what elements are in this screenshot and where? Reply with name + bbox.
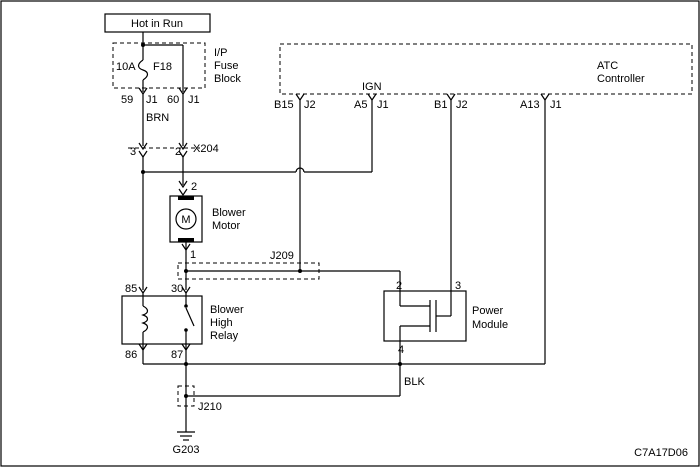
motor-terminal-top (178, 196, 194, 200)
motor-label-1: Blower (212, 207, 246, 219)
atc-name-2: Controller (597, 73, 645, 85)
fuse-rating: 10A (116, 61, 136, 73)
fuse-block-name-1: I/P (214, 47, 227, 59)
x204-pin-left: 3 (130, 146, 136, 158)
fuse-id: F18 (153, 61, 172, 73)
relay-label-2: High (210, 317, 233, 329)
relay-coil-icon (141, 293, 149, 350)
power-module-label-1: Power (472, 305, 504, 317)
figure-code: C7A17D06 (634, 447, 688, 459)
atc-pin-b1-conn: J2 (456, 99, 468, 111)
atc-pin-connectors (295, 93, 550, 102)
transistor-icon (399, 100, 452, 364)
x204-pin-right: 2 (175, 146, 181, 158)
connector-x204 (128, 142, 200, 159)
power-module-label-2: Module (472, 319, 508, 331)
power-source-label: Hot in Run (131, 18, 183, 30)
atc-pin-a13-num: A13 (520, 99, 540, 111)
fuse-pin-left-num: 59 (121, 94, 133, 106)
relay-pin-85: 85 (125, 283, 137, 295)
fuse-block-name-3: Block (214, 73, 241, 85)
atc-pin-a5-num: A5 (354, 99, 367, 111)
relay-pin-86: 86 (125, 349, 137, 361)
atc-pin-b1-num: B1 (434, 99, 447, 111)
x204-label: X204 (193, 143, 219, 155)
atc-pin-b15-num: B15 (274, 99, 294, 111)
splice-j209-label: J209 (270, 250, 294, 262)
wire-blk-label: BLK (404, 376, 425, 388)
relay-switch-icon (184, 293, 195, 350)
atc-pin-a13-conn: J1 (550, 99, 562, 111)
blower-high-relay-body (121, 295, 203, 345)
motor-label-2: Motor (212, 220, 240, 232)
atc-name-1: ATC (597, 60, 618, 72)
fuse-block-name-2: Fuse (214, 60, 238, 72)
fuse-pin-right-num: 60 (167, 94, 179, 106)
fuse-pin-left-conn: J1 (146, 94, 158, 106)
motor-pin-top-num: 2 (191, 181, 197, 193)
power-module-pin-4: 4 (398, 344, 404, 356)
relay-pin-87: 87 (171, 349, 183, 361)
motor-pin-top (178, 180, 188, 197)
wire-ign-feed (141, 100, 373, 174)
atc-pin-b15-conn: J2 (304, 99, 316, 111)
motor-icon (175, 208, 197, 230)
atc-controller-outline (279, 43, 693, 95)
wire-j209-bus (184, 100, 401, 291)
motor-symbol: M (181, 214, 190, 226)
motor-terminal-bottom (178, 238, 194, 242)
fuse-block-outline (112, 42, 206, 89)
power-module-pin-3: 3 (455, 280, 461, 292)
motor-pin-bottom-num: 1 (190, 249, 196, 261)
ground-icon (177, 431, 195, 441)
atc-pin-a5-conn: J1 (377, 99, 389, 111)
splice-j210-label: J210 (198, 401, 222, 413)
fuse-f18 (137, 32, 184, 92)
fuse-pin-right-conn: J1 (188, 94, 200, 106)
wire-brn-label: BRN (146, 112, 169, 124)
power-module-body (383, 290, 467, 342)
wire-blk-ground-bus (142, 100, 546, 397)
power-source-box (104, 13, 211, 33)
relay-pin-30: 30 (171, 283, 183, 295)
relay-label-3: Relay (210, 330, 239, 342)
relay-label-1: Blower (210, 304, 244, 316)
motor-pin-bottom (181, 243, 191, 252)
ground-label: G203 (173, 444, 200, 456)
power-module-pin-2: 2 (396, 280, 402, 292)
atc-ign-label: IGN (362, 81, 382, 93)
